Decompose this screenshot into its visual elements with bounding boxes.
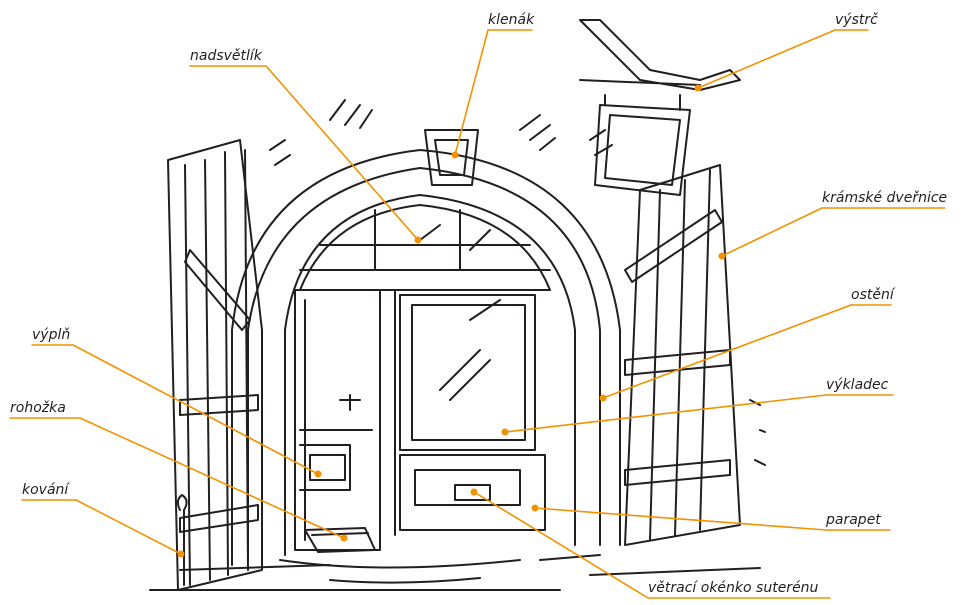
outer-arch <box>232 150 620 565</box>
leader-kovani <box>76 500 181 554</box>
left-hinge <box>178 495 187 585</box>
leader-klenak-dot <box>452 152 459 159</box>
inner-arch <box>285 195 575 555</box>
leader-parapet-dot <box>532 505 539 512</box>
left-door <box>295 290 380 550</box>
left-shutter-boards <box>185 150 248 585</box>
sketch-drawing <box>150 20 765 590</box>
door-panel <box>310 455 345 480</box>
leader-kovani-dot <box>178 551 185 558</box>
label-vystrc: výstrč <box>835 12 878 28</box>
label-rohozka: rohožka <box>10 400 66 416</box>
leader-klenak <box>455 30 488 155</box>
label-vyplni: výplň <box>32 327 70 343</box>
label-nadsvetlik: nadsvětlík <box>190 48 262 64</box>
label-osteni: ostění <box>851 287 894 303</box>
label-kovani: kování <box>22 482 68 498</box>
shop-window <box>400 295 535 450</box>
leader-vyplni <box>73 345 318 474</box>
transom-arch <box>300 205 550 290</box>
label-kramske-dvernice: krámské dveřnice <box>822 190 947 206</box>
door-handle <box>340 395 360 410</box>
leader-kramske <box>722 208 822 256</box>
label-klenak: klenák <box>488 12 534 28</box>
leader-vykladec <box>505 395 826 432</box>
outer-arch-inner <box>248 168 600 560</box>
leader-parapet <box>535 508 826 530</box>
label-vykladec: výkladec <box>826 377 888 393</box>
leader-rohozka-dot <box>341 535 348 542</box>
leader-vystrc <box>698 30 835 88</box>
mat <box>305 528 375 552</box>
leader-nadsvetlik-dot <box>415 237 422 244</box>
pavement-lines <box>280 555 600 583</box>
label-vetraci-okenko: větrací okénko suterénu <box>648 580 818 596</box>
leader-dots <box>178 85 726 558</box>
leader-vykladec-dot <box>502 429 509 436</box>
leader-osteni-dot <box>600 395 607 402</box>
sign-bracket <box>580 20 740 90</box>
window-glints <box>440 300 500 400</box>
leader-kramske-dot <box>719 253 726 260</box>
transom-bars <box>300 210 550 290</box>
label-parapet: parapet <box>826 512 881 528</box>
leader-vetraci <box>474 492 648 598</box>
leader-vystrc-dot <box>695 85 702 92</box>
leader-vetraci-dot <box>471 489 478 496</box>
pilaster <box>380 290 395 535</box>
sign-board <box>595 105 690 195</box>
leader-osteni <box>603 305 851 398</box>
leader-vyplni-dot <box>315 471 322 478</box>
